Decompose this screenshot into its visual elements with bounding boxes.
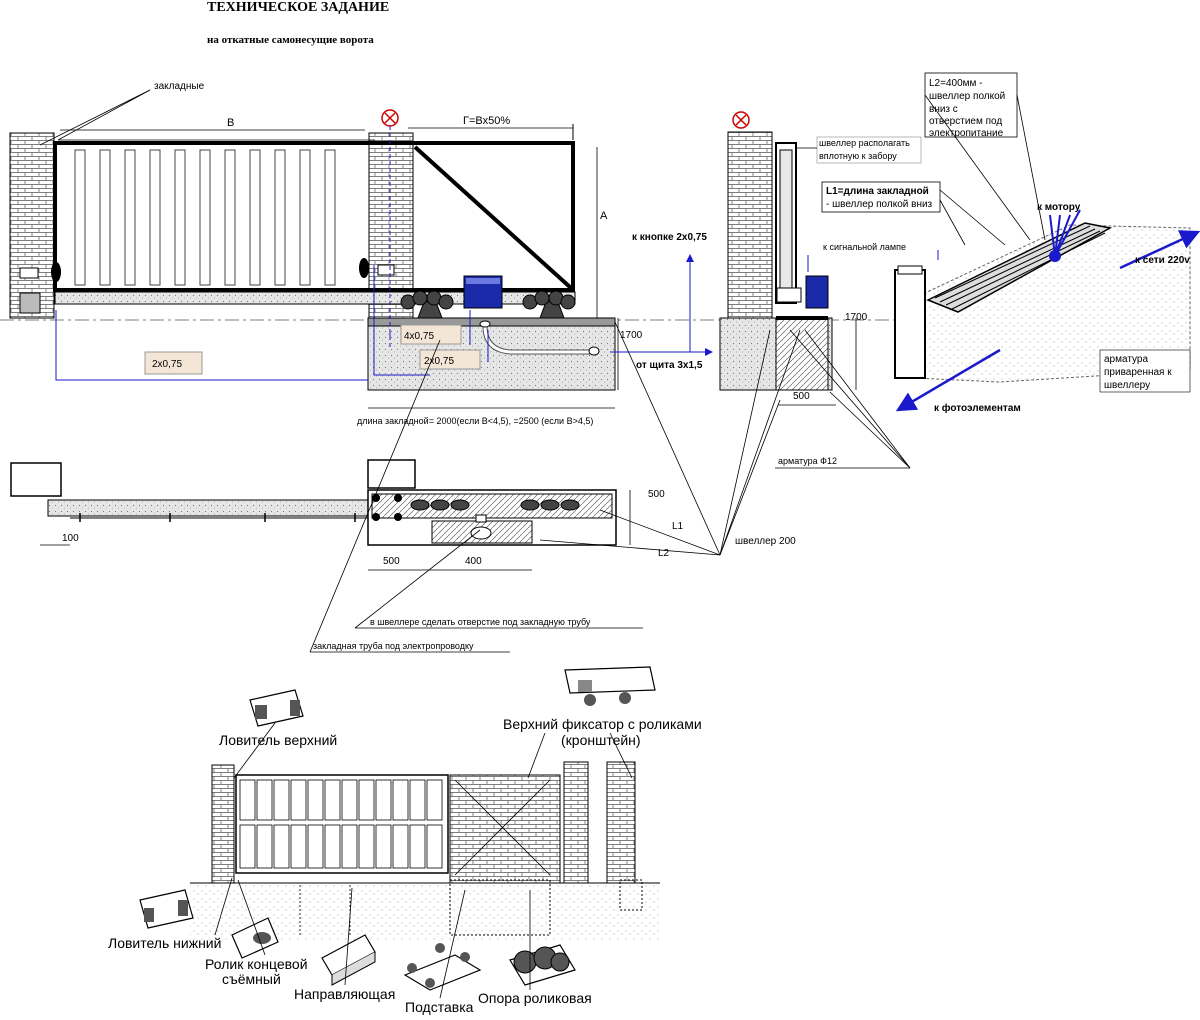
l2-text-2: швеллер полкой [929, 91, 1005, 102]
dim-500-plan: 500 [648, 489, 665, 500]
label-napravlyayushchaya: Направляющая [294, 986, 395, 1002]
lovitel-verhnii-icon [249, 689, 304, 727]
svg-text:2х0,75: 2х0,75 [152, 359, 182, 370]
label-dlina-zakladnoi: длина закладной= 2000(если В<4,5), =2500… [357, 416, 593, 426]
svg-text:L1=длина закладной: L1=длина закладной [826, 186, 929, 197]
label-kronshtein: (кронштейн) [561, 732, 641, 748]
wiring-lines [55, 254, 713, 381]
callout-2x075-right: 2х0,75 [419, 349, 481, 370]
gate-frame [53, 141, 575, 292]
l2-text-3: вниз с [929, 104, 958, 115]
label-l1: L1 [672, 521, 684, 532]
label-zakladnye: закладные [154, 81, 205, 92]
dim-400: 400 [465, 556, 482, 567]
label-rolik-2: съёмный [222, 971, 281, 987]
label-opora: Опора роликовая [478, 990, 592, 1006]
label-fiksator: Верхний фиксатор с роликами [503, 716, 702, 732]
dim-b: В [227, 117, 234, 129]
warning-lamp-icon [381, 109, 399, 350]
dim-500-side: 500 [793, 391, 810, 402]
side-view: 1700 500 швеллер располагать вплотную к … [719, 111, 939, 406]
plan-rollers [410, 499, 580, 511]
label-seti: к сети 220v [1135, 255, 1190, 266]
label-shit: от щита 3х1,5 [636, 360, 703, 371]
callout-2x075-left: 2х0,75 [144, 351, 203, 375]
dim-a: А [600, 210, 608, 222]
label-otverstie: в швеллере сделать отверстие под закладн… [370, 617, 591, 627]
callout-4x075: 4х0,75 [400, 324, 462, 345]
isometric-assembly [190, 761, 660, 940]
callout-l2: L2=400мм - [924, 72, 1018, 138]
l2-text-1: L2=400мм - [929, 78, 983, 89]
middle-brick-pillar [368, 132, 414, 319]
front-elevation: В Г=Вх50% А 1700 закладные к кнопке 2х0,… [0, 81, 1190, 426]
label-knopka: к кнопке 2х0,75 [632, 232, 707, 243]
podstavka-icon [403, 943, 482, 991]
label-signal: к сигнальной лампе [823, 242, 906, 252]
label-shveller-200: швеллер 200 [735, 536, 796, 547]
warning-lamp-icon-side [732, 111, 750, 129]
svg-text:4х0,75: 4х0,75 [404, 331, 434, 342]
label-lovitel-nizhnii: Ловитель нижний [108, 935, 221, 951]
label-motoru: к мотору [1037, 202, 1081, 213]
label-rolik: Ролик концевой [205, 956, 308, 972]
page-subtitle: на откатные самонесущие ворота [207, 34, 374, 46]
dim-1700-front: 1700 [620, 330, 643, 341]
l2-text-5: электропитание [929, 128, 1004, 139]
label-podstavka: Подставка [405, 999, 474, 1015]
fiksator-icon [564, 666, 656, 706]
svg-text:арматура: арматура [1104, 354, 1148, 365]
label-armatura-12: арматура Ф12 [778, 456, 837, 466]
page-title: ТЕХНИЧЕСКОЕ ЗАДАНИЕ [207, 0, 389, 15]
label-foto: к фотоэлементам [934, 402, 1021, 414]
dim-100: 100 [62, 533, 79, 544]
svg-text:2х0,75: 2х0,75 [424, 356, 454, 367]
armatura-priv-3: швеллеру [1104, 380, 1150, 391]
l2-text-4: отверстием под [929, 116, 1002, 127]
dim-500-bottom: 500 [383, 556, 400, 567]
dim-g: Г=Вх50% [463, 115, 510, 127]
label-shveller-raspolagat-1: швеллер располагать [819, 138, 910, 148]
label-truba: закладная труба под электропроводку [313, 641, 474, 651]
callout-armatura-priv: арматура [1099, 349, 1191, 393]
svg-text:- швеллер полкой вниз: - швеллер полкой вниз [826, 199, 933, 210]
label-lovitel-verhnii: Ловитель верхний [219, 732, 337, 748]
opora-icon [509, 944, 576, 986]
perspective-view: к сети 220v к мотору к фотоэлементам L2=… [821, 72, 1200, 414]
dim-1700-side: 1700 [845, 312, 868, 323]
gate-slats [74, 149, 336, 286]
roller-carriages [400, 290, 576, 319]
lovitel-nizhnii-icon [139, 889, 194, 929]
armatura-priv-2: приваренная к [1104, 367, 1172, 378]
label-l2: L2 [658, 548, 670, 559]
label-shveller-raspolagat-2: вплотную к забору [819, 151, 897, 161]
napravlyayushchaya-icon [321, 934, 376, 986]
plan-view: 100 500 400 500 L1 L2 швеллер 200 армату… [10, 321, 911, 653]
callout-l1: L1=длина закладной - швеллер полкой вниз [821, 181, 941, 213]
left-brick-pillar [9, 132, 55, 319]
